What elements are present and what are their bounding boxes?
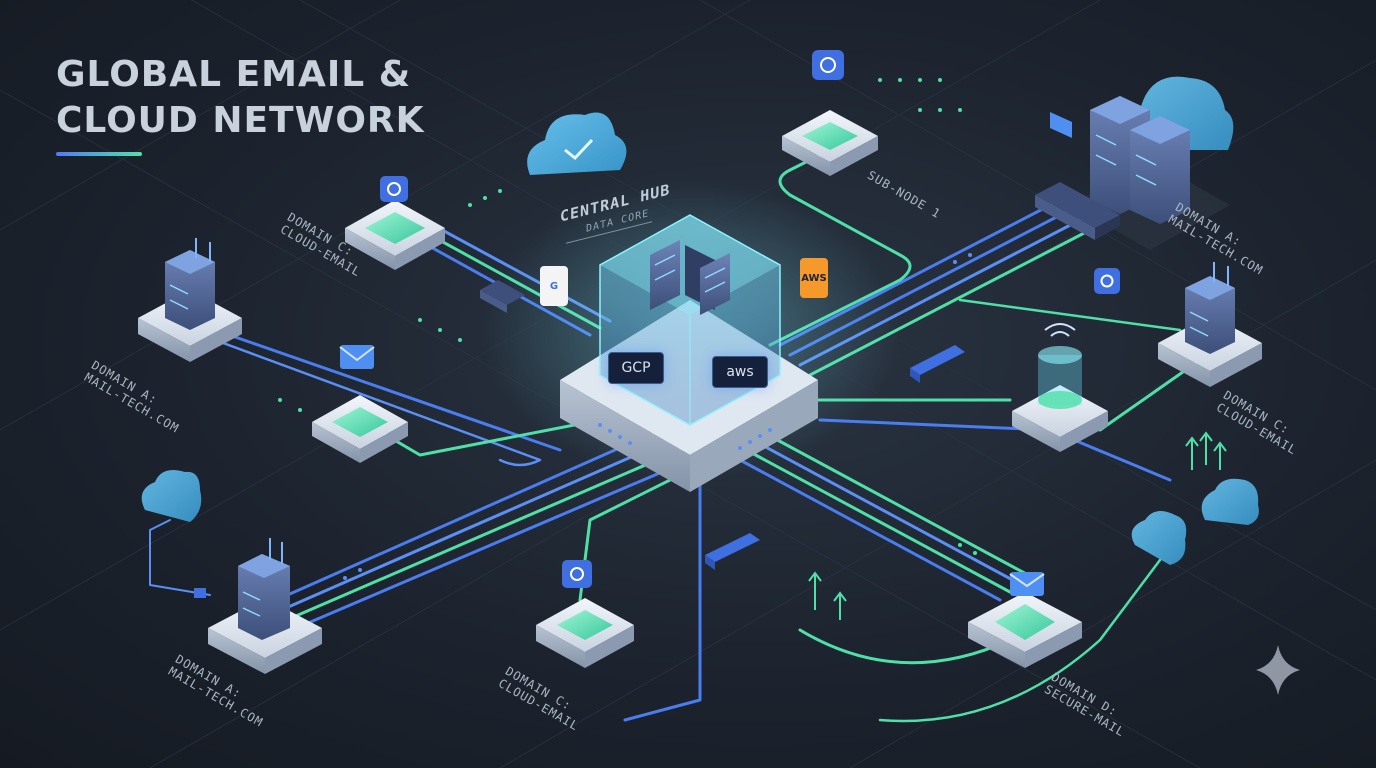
node-bottom-center	[536, 560, 634, 668]
switch-icon	[910, 345, 965, 383]
node-bottom-right	[968, 572, 1082, 668]
cloud-icon	[141, 469, 202, 522]
envelope-icon	[1050, 112, 1072, 138]
sparkle-icon	[1256, 645, 1300, 695]
at-icon	[380, 176, 408, 202]
node-mid-left	[312, 395, 408, 463]
cloud-icon	[1131, 511, 1187, 565]
node-mid-right	[1012, 323, 1108, 452]
switch-icon	[194, 588, 206, 598]
node-bottom-left	[208, 538, 322, 674]
cloud-icon	[527, 112, 627, 175]
google-cloud-icon: G	[540, 266, 568, 306]
cloud-icon	[1201, 478, 1259, 525]
envelope-icon	[339, 345, 375, 369]
page-title: GLOBAL EMAIL & CLOUD NETWORK	[56, 54, 425, 141]
aws-badge: aws	[712, 356, 768, 388]
server-icon	[165, 238, 215, 330]
packet-trails	[278, 78, 977, 580]
arrow-icon	[808, 431, 1227, 620]
switch-icon	[1035, 182, 1120, 240]
switch-icon	[480, 280, 525, 313]
gcp-badge: GCP	[608, 352, 664, 384]
title-accent-bar	[56, 152, 142, 156]
node-top-left	[345, 200, 445, 270]
node-sub-node-1	[782, 50, 878, 176]
aws-icon: AWS	[800, 258, 828, 298]
hub-server-icon	[650, 240, 730, 315]
switch-icon	[705, 533, 760, 570]
node-right	[1094, 262, 1262, 387]
